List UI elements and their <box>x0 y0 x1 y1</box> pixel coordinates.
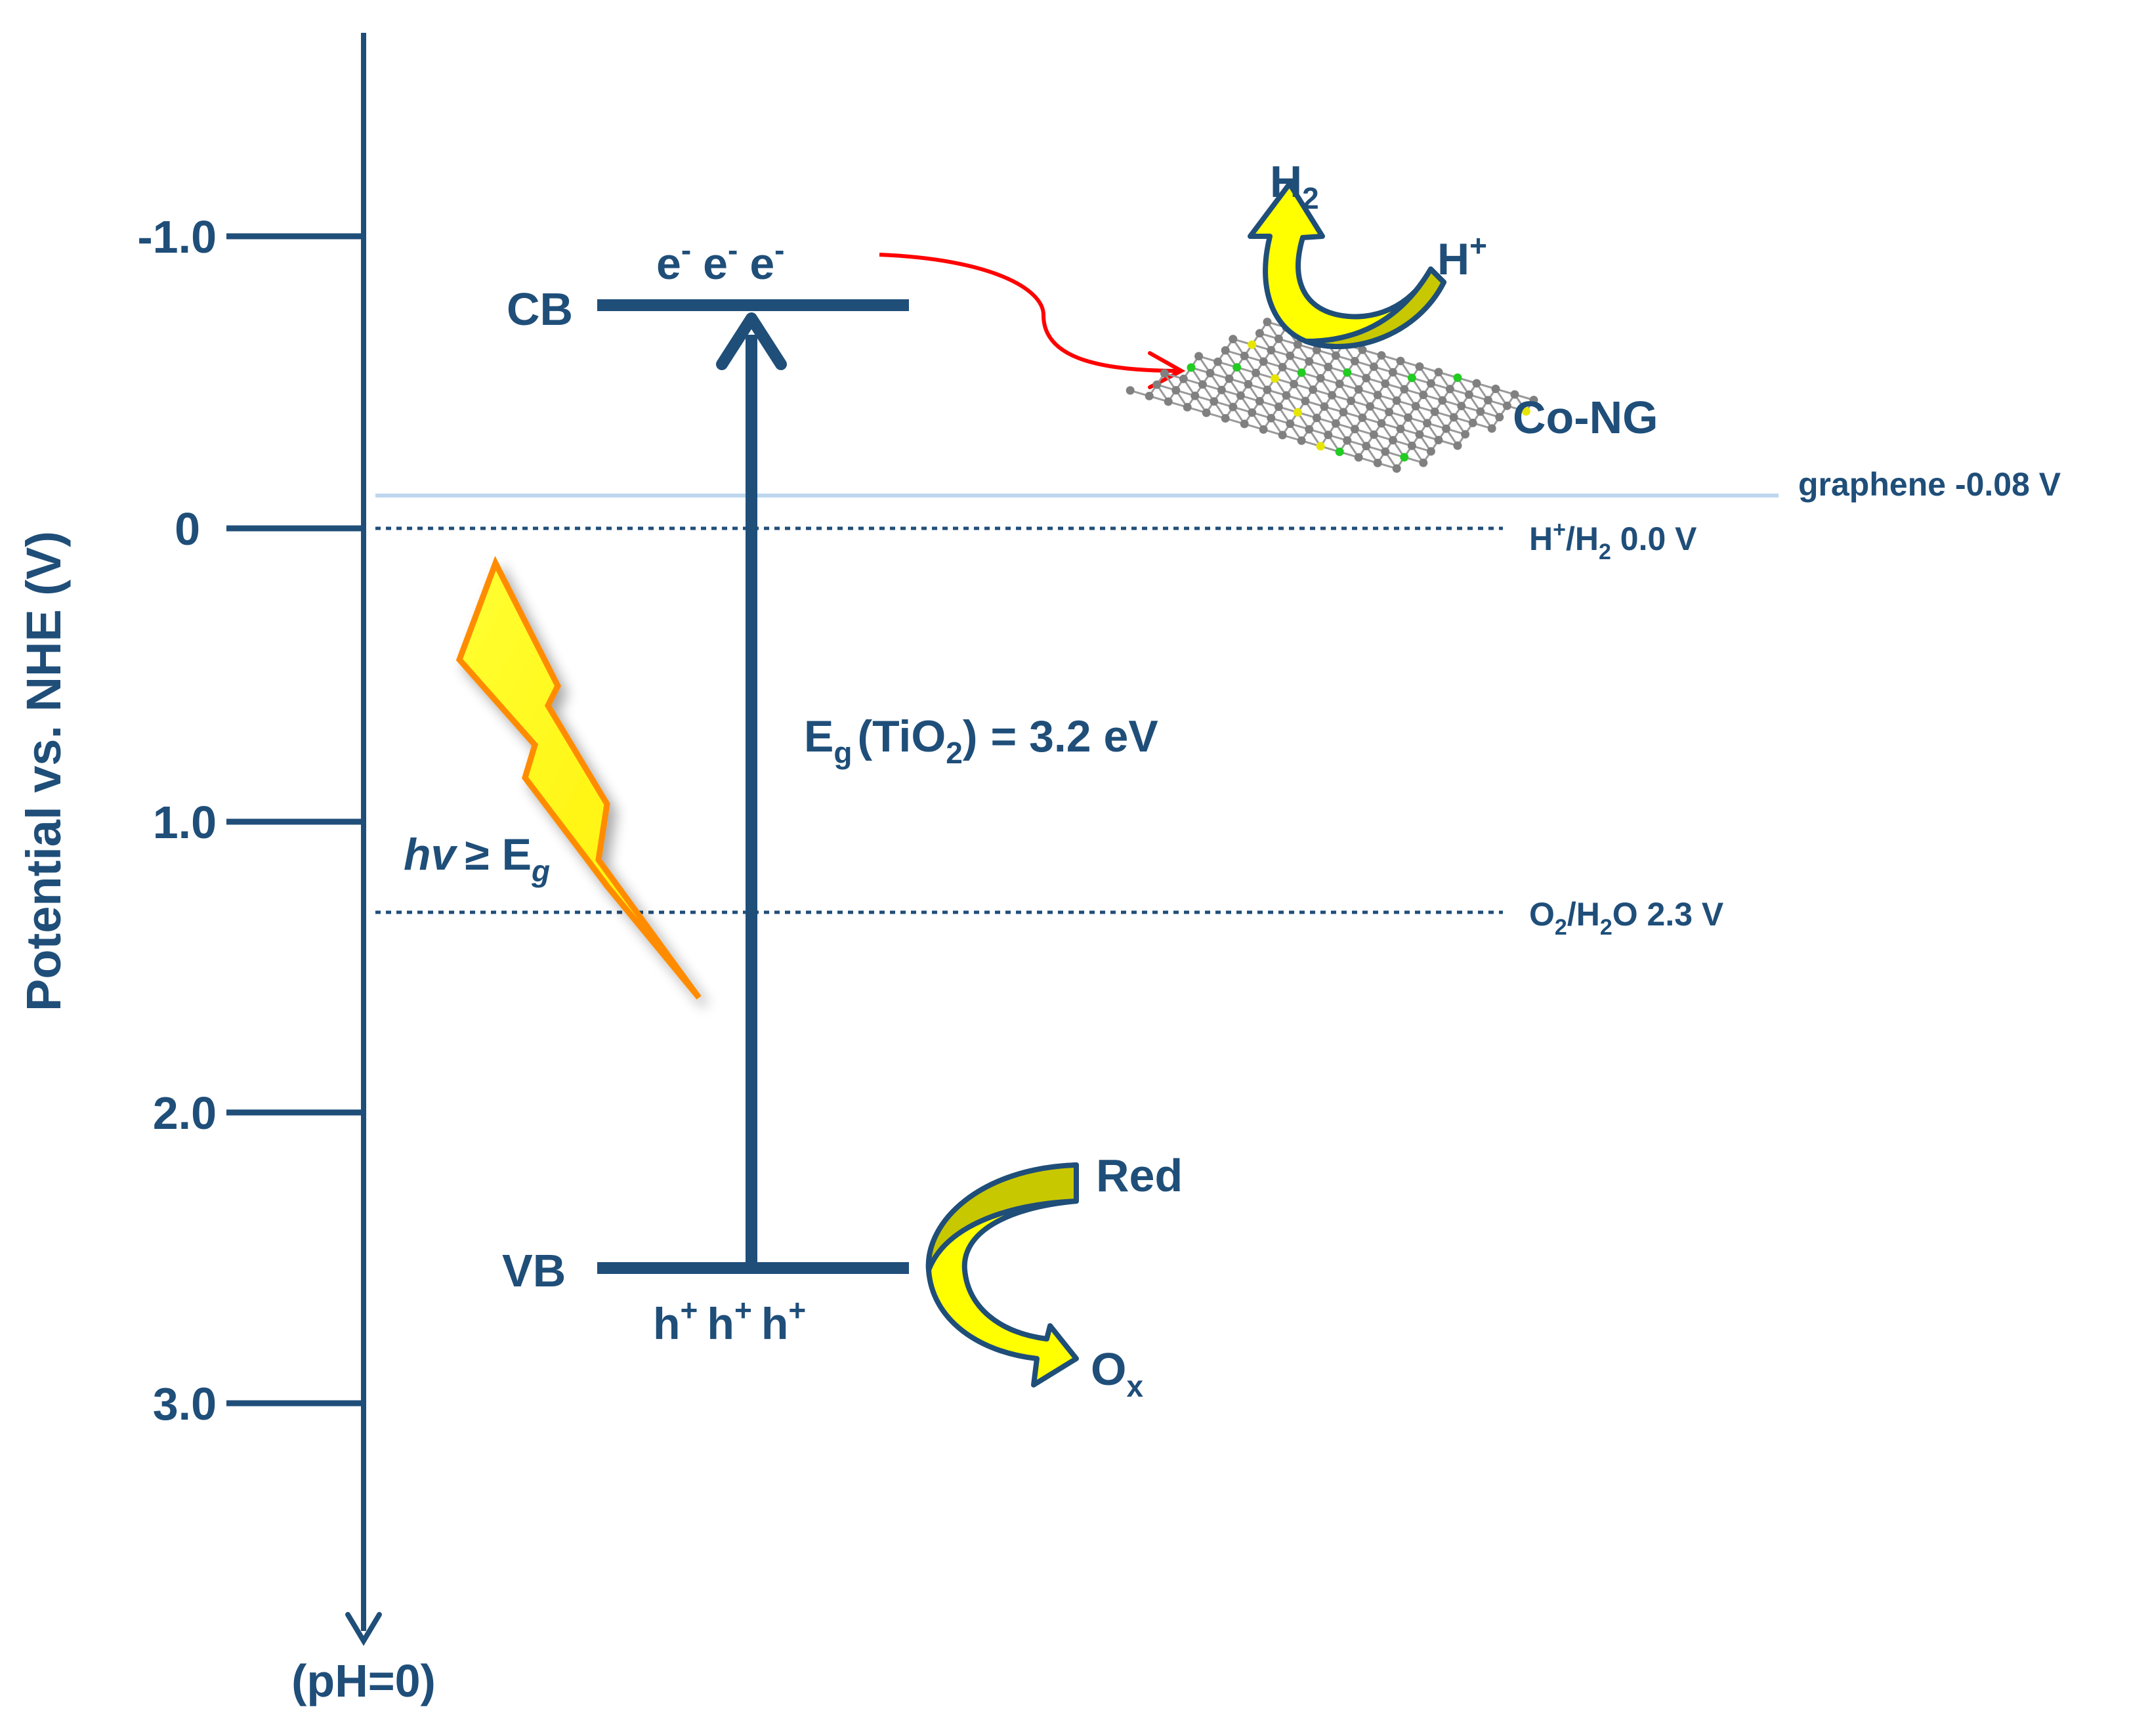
band-structure: CB VB e-e-e- h+h+h+ Eg(TiO2)= 3.2 eV <box>502 233 1158 1349</box>
band-gap-label: Eg(TiO2)= 3.2 eV <box>804 711 1158 770</box>
h2-evolution-arrow-icon <box>1248 181 1446 349</box>
tick-label-2: 2.0 <box>153 1088 217 1139</box>
co-ng-label: Co-NG <box>1513 392 1658 443</box>
oxidation-arrow-icon <box>925 1162 1079 1387</box>
photon-bolt-icon <box>455 555 702 1000</box>
potential-axis: -1.0 0 1.0 2.0 3.0 Potential vs. NHE (V)… <box>16 33 436 1706</box>
o2-level-label: O2/H2O 2.3 V <box>1529 896 1724 940</box>
red-species-label: Red <box>1096 1150 1183 1201</box>
h-plus-reactant-label: H+ <box>1437 228 1487 284</box>
electrons-label: e-e-e- <box>656 233 784 289</box>
photon-energy-label: hv≥ Eg <box>404 830 550 888</box>
cb-label: CB <box>507 284 573 335</box>
reference-levels: graphene -0.08 V H+/H2 0.0 V O2/H2O 2.3 … <box>375 466 2061 940</box>
axis-title: Potential vs. NHE (V) <box>16 531 71 1011</box>
axis-arrowhead <box>345 1612 382 1646</box>
tick-label-minus-1: -1.0 <box>137 211 217 263</box>
tick-label-0: 0 <box>175 503 200 555</box>
h2-level-label: H+/H2 0.0 V <box>1529 517 1697 564</box>
graphene-level-label: graphene -0.08 V <box>1798 466 2061 503</box>
tick-label-1: 1.0 <box>153 797 217 848</box>
excitation-arrowhead <box>716 312 787 370</box>
holes-label: h+h+h+ <box>653 1293 806 1349</box>
axis-footnote: (pH=0) <box>291 1655 436 1706</box>
electron-transfer-arrow <box>879 253 1186 389</box>
h2-product-label: H2 <box>1270 157 1319 215</box>
tick-label-3: 3.0 <box>153 1378 217 1429</box>
vb-label: VB <box>502 1245 566 1296</box>
ox-species-label: Ox <box>1091 1344 1143 1403</box>
